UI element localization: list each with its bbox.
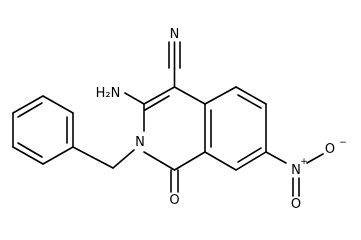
bond-ph-4-5 (12, 95, 44, 114)
bond-c3-nh2 (124, 92, 145, 105)
bond-c7-c8-inner (237, 147, 262, 163)
bond-ph-2-3-inner (17, 142, 43, 158)
bond-c5-c6 (235, 86, 267, 105)
bond-c4a-c4 (173, 86, 206, 105)
bond-c5-c6-inner (237, 94, 262, 109)
bond-n2-c1 (143, 151, 176, 171)
nitro-nitrogen-charge: + (300, 157, 308, 167)
bond-ph-2-3 (12, 146, 44, 165)
nitro-upper-oxygen-charge: − (339, 138, 347, 148)
carbonyl-oxygen-label: O (169, 193, 179, 208)
nitro-lower-oxygen-label: O (291, 197, 301, 212)
bond-ph-1-2 (42, 146, 74, 165)
bond-c8-c8a (204, 151, 237, 171)
bond-c4-c3-inner (144, 95, 170, 111)
nitro-upper-oxygen-label: O (325, 142, 335, 157)
nitro-nitrogen-label: N (291, 163, 301, 178)
atom-labels: N H₂N N O N + O − O (96, 27, 347, 212)
ring-nitrogen-label: N (135, 135, 145, 150)
bond-ch2-phenyl (72, 146, 114, 169)
bond-lines (12, 41, 324, 197)
bond-n2-ch2 (112, 149, 135, 169)
chemical-structure-diagram: N H₂N N O N + O − O (12, 27, 347, 212)
bond-c4a-c5 (204, 86, 237, 105)
nitrile-n-label: N (170, 27, 180, 42)
bond-c7-c8 (235, 151, 267, 171)
bond-c1-c8a (173, 151, 206, 171)
bond-c4-c3 (143, 86, 176, 105)
amino-group-label: H₂N (96, 86, 121, 101)
bond-ph-4-5-inner (17, 102, 43, 118)
bond-ph-5-6 (42, 95, 74, 114)
bond-nitro-o-upper (306, 153, 324, 164)
bond-c7-nitro (265, 151, 287, 164)
